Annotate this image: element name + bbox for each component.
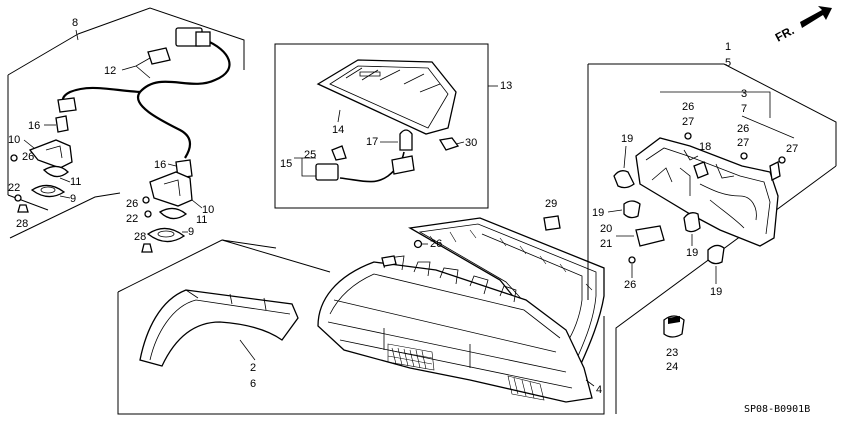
bulb-upper-left: 19 bbox=[613, 133, 635, 189]
lens-grommet bbox=[543, 215, 561, 231]
callout-21: 21 bbox=[600, 238, 612, 250]
socket-gasket-upper bbox=[42, 165, 69, 178]
callout-30: 30 bbox=[465, 137, 477, 149]
side-marker-socket bbox=[635, 225, 665, 247]
callout-26a: 26 bbox=[22, 151, 34, 163]
callout-19a: 19 bbox=[621, 133, 633, 145]
tail-light-housing-group: 1 5 3 7 26 27 26 27 27 19 19 19 bbox=[587, 41, 837, 414]
callout-17: 17 bbox=[366, 136, 378, 148]
housing-socket bbox=[693, 161, 709, 179]
front-arrow-icon bbox=[800, 6, 832, 28]
callout-28b: 28 bbox=[134, 231, 146, 243]
callout-20: 20 bbox=[600, 223, 612, 235]
callout-27a: 27 bbox=[682, 116, 694, 128]
socket-bracket-upper bbox=[28, 139, 73, 169]
callout-26e: 26 bbox=[737, 123, 749, 135]
harness-group-frame bbox=[7, 7, 245, 239]
tail-lens-assembly bbox=[317, 261, 593, 403]
tail-light-harness-wire bbox=[136, 38, 231, 159]
callout-10a: 10 bbox=[8, 134, 20, 146]
diagram-code: SP08-B0901B bbox=[744, 404, 810, 415]
callout-27c: 27 bbox=[786, 143, 798, 155]
lens-mounting-nut bbox=[381, 255, 397, 267]
callout-24: 24 bbox=[666, 361, 678, 373]
callout-29: 29 bbox=[545, 198, 557, 210]
callout-9b: 9 bbox=[188, 226, 194, 238]
stop-light-connector bbox=[315, 163, 339, 181]
callout-26f: 26 bbox=[624, 279, 636, 291]
socket-base-lower bbox=[146, 227, 186, 243]
callout-6: 6 bbox=[250, 378, 256, 390]
bulb-lower-center: 19 bbox=[683, 212, 701, 259]
callout-22a: 22 bbox=[8, 182, 20, 194]
callout-19c: 19 bbox=[686, 247, 698, 259]
callout-2: 2 bbox=[250, 362, 256, 374]
callout-22b: 22 bbox=[126, 213, 138, 225]
callout-1: 1 bbox=[725, 41, 731, 53]
rear-harness-group: 8 12 16 10 26 11 9 22 28 bbox=[7, 7, 245, 253]
callout-26c: 26 bbox=[430, 238, 442, 250]
callout-13: 13 bbox=[500, 80, 512, 92]
harness-clip bbox=[147, 47, 171, 65]
callout-11a: 11 bbox=[70, 176, 81, 188]
callout-9a: 9 bbox=[70, 193, 76, 205]
callout-23: 23 bbox=[666, 347, 678, 359]
stop-light-housing bbox=[316, 59, 457, 135]
callout-19d: 19 bbox=[710, 286, 722, 298]
stop-light-nut bbox=[438, 137, 460, 151]
callout-18: 18 bbox=[699, 141, 711, 153]
bulb-socket-upper bbox=[57, 97, 77, 113]
socket-base-upper bbox=[30, 184, 66, 198]
garnish-group-frame bbox=[117, 239, 605, 415]
callout-5: 5 bbox=[725, 57, 731, 69]
tail-lens-group: 4 26 29 bbox=[317, 198, 605, 403]
callout-14: 14 bbox=[332, 124, 344, 136]
rear-garnish bbox=[139, 289, 299, 367]
garnish-group: 2 6 bbox=[117, 239, 605, 415]
socket-bracket-lower bbox=[149, 171, 193, 207]
callout-19b: 19 bbox=[592, 207, 604, 219]
callout-27b: 27 bbox=[737, 137, 749, 149]
tail-light-housing bbox=[635, 137, 779, 247]
callout-3: 3 bbox=[741, 88, 747, 100]
bulb-middle-left: 19 bbox=[592, 200, 641, 219]
callout-12: 12 bbox=[104, 65, 116, 77]
lens-reflector bbox=[387, 343, 435, 371]
socket-gasket-lower bbox=[158, 207, 188, 220]
front-direction-indicator: FR. bbox=[773, 6, 832, 45]
callout-11b: 11 bbox=[196, 214, 207, 226]
callout-28a: 28 bbox=[16, 218, 28, 230]
callout-26d: 26 bbox=[682, 101, 694, 113]
bulb-lower-right: 19 bbox=[707, 244, 725, 298]
callout-26b: 26 bbox=[126, 198, 138, 210]
housing-group-frame bbox=[587, 63, 837, 414]
stop-light-group-frame bbox=[274, 43, 489, 209]
callout-10b: 10 bbox=[202, 204, 214, 216]
callout-16a: 16 bbox=[28, 120, 40, 132]
stop-light-bulb bbox=[399, 129, 413, 151]
callout-25: 25 bbox=[304, 149, 316, 161]
callout-16b: 16 bbox=[154, 159, 166, 171]
callout-15: 15 bbox=[280, 158, 292, 170]
front-direction-label: FR. bbox=[773, 23, 797, 44]
high-mount-stop-light-group: 13 14 17 30 15 25 bbox=[274, 43, 512, 209]
callout-7: 7 bbox=[741, 103, 747, 115]
lens-mounting-screw bbox=[413, 239, 423, 249]
callout-4: 4 bbox=[596, 384, 602, 396]
callout-8: 8 bbox=[72, 17, 78, 29]
